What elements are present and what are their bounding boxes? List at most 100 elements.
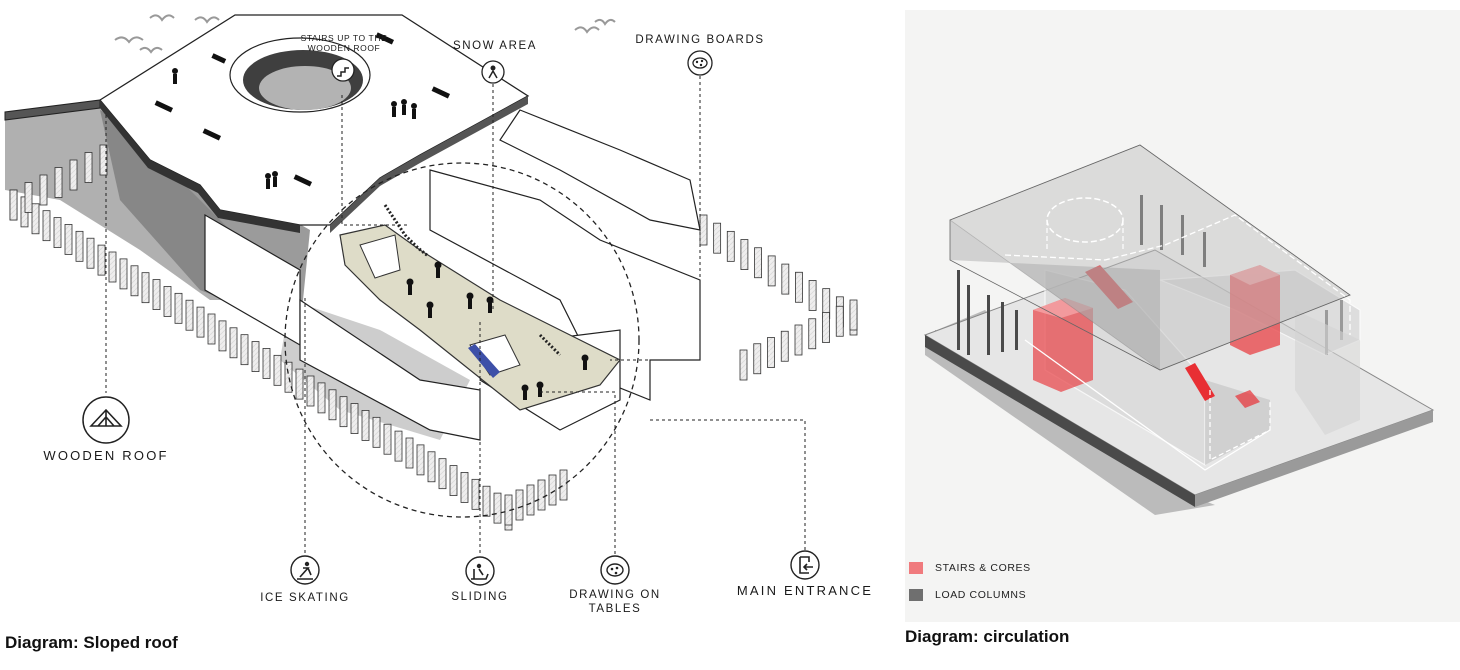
fence-post (537, 479, 546, 511)
fence-post (141, 272, 150, 304)
right-diagram-caption: Diagram: circulation (905, 627, 1070, 646)
fence-post (699, 214, 708, 246)
ice-skating-label: ICE SKATING (260, 592, 350, 604)
focus-circle (284, 162, 640, 518)
fence-post (86, 237, 95, 269)
fence-post (781, 263, 790, 295)
fence-post (54, 167, 63, 198)
fence-post (739, 349, 748, 381)
fence-post (240, 334, 249, 366)
ice-skating-icon (290, 555, 320, 585)
sliding-label: SLIDING (451, 591, 509, 603)
legend-load-columns: LOAD COLUMNS (909, 587, 1026, 603)
main-entrance-label: MAIN ENTRANCE (736, 583, 874, 598)
sloped-roof-diagram (4, 14, 858, 586)
fence-post (339, 396, 348, 428)
fence-post (295, 368, 304, 400)
fence-post (493, 492, 502, 524)
wooden-roof-icon (82, 396, 130, 444)
load-column (1160, 205, 1163, 250)
stairs-icon (331, 58, 355, 82)
legend-label-columns: LOAD COLUMNS (935, 589, 1027, 601)
load-column (957, 270, 960, 350)
drawing-boards-icon (687, 50, 713, 76)
fence-post (548, 474, 557, 506)
fence-post (559, 469, 568, 501)
fence-post (460, 472, 469, 503)
fence-post (9, 189, 18, 221)
leader-lines (105, 76, 806, 555)
fence-post (822, 312, 830, 343)
fence-post (767, 337, 775, 368)
fence-post (53, 217, 62, 248)
fence-post (273, 354, 282, 386)
fence-post (24, 182, 33, 213)
fence-post (39, 174, 48, 206)
perimeter-fence (9, 144, 858, 531)
fence-post (438, 458, 447, 490)
snow-area-icon (481, 60, 505, 84)
fence-post (726, 230, 735, 262)
fence-post (713, 222, 722, 254)
fence-post (754, 247, 762, 279)
fence-post (780, 330, 789, 362)
fence-post (795, 271, 803, 303)
fence-post (42, 210, 51, 242)
fence-post (163, 286, 172, 317)
fence-post (84, 152, 93, 183)
load-column (967, 285, 970, 355)
fence-post (526, 484, 535, 516)
stairs-label: STAIRS UP TO THE WOODEN ROOF (300, 33, 388, 53)
fence-post (108, 251, 117, 283)
fence-post (808, 280, 817, 311)
fence-post (394, 430, 403, 462)
roof-volume (949, 144, 1351, 471)
fence-post (306, 375, 315, 407)
fence-post (97, 244, 106, 276)
bird-silhouettes (114, 14, 616, 54)
fence-post (99, 144, 108, 176)
fence-post (405, 437, 414, 469)
legend-swatch-stairs (909, 562, 923, 574)
wooden-roof-label: WOODEN ROOF (43, 448, 169, 463)
load-column (987, 295, 990, 355)
fence-post (416, 444, 425, 476)
fence-post (185, 299, 194, 331)
left-diagram-caption: Diagram: Sloped roof (5, 633, 178, 652)
fence-post (849, 299, 858, 331)
fence-post (515, 489, 524, 521)
fence-post (449, 465, 458, 496)
fence-post (328, 389, 337, 421)
fence-post (174, 292, 183, 324)
fence-post (350, 403, 359, 434)
load-column (1001, 302, 1004, 352)
fence-post (427, 451, 436, 483)
fence-post (207, 313, 216, 345)
fence-post (740, 239, 749, 270)
fence-post (75, 230, 84, 262)
snow-area-label: SNOW AREA (452, 40, 538, 52)
fence-post (130, 265, 139, 297)
fence-post (361, 410, 370, 441)
fence-post (808, 318, 817, 350)
circulation-panel: STAIRS & CORES LOAD COLUMNS (905, 10, 1460, 622)
sliding-icon (465, 556, 495, 586)
legend-stairs-cores: STAIRS & CORES (909, 560, 1031, 576)
fence-post (372, 416, 381, 448)
drawing-tables-icon (600, 555, 630, 585)
drawing-tables-label: DRAWING ON TABLES (569, 589, 661, 615)
fence-post (31, 203, 40, 235)
fence-post (64, 224, 73, 255)
fence-post (218, 320, 227, 352)
fence-post (482, 485, 491, 517)
circulation-diagram (923, 144, 1435, 515)
load-column (1203, 232, 1206, 267)
fence-post (471, 478, 480, 510)
fence-post (262, 348, 271, 379)
fence-post (835, 305, 844, 337)
fence-post (196, 306, 205, 338)
cores-and-stairs (1033, 265, 1280, 408)
fence-post (383, 423, 392, 455)
load-column (1140, 195, 1143, 245)
load-column (1015, 310, 1018, 350)
